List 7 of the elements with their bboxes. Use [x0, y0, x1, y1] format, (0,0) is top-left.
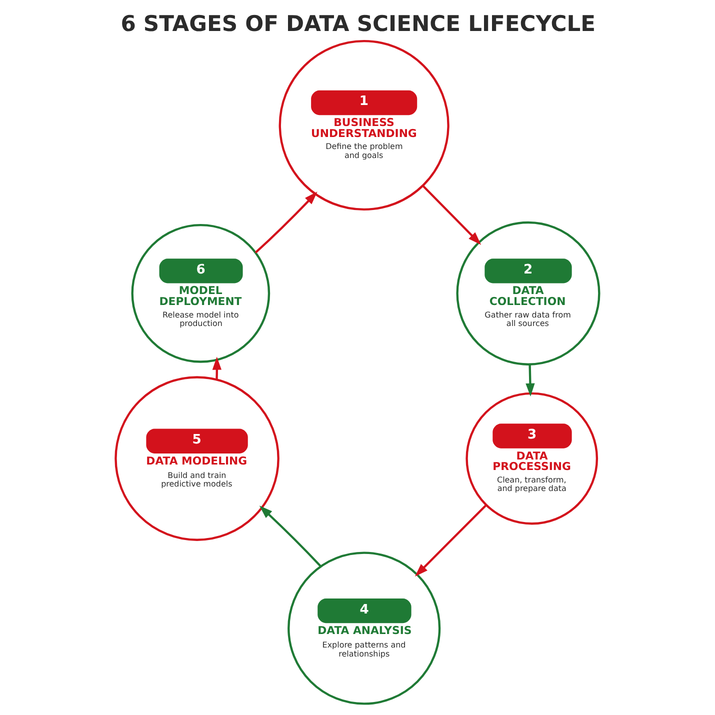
- arrow: [422, 184, 482, 245]
- diagram-title: 6 STAGES OF DATA SCIENCE LIFECYCLE: [120, 12, 596, 37]
- arrow: [254, 192, 318, 254]
- arrow: [414, 504, 487, 576]
- arrow: [259, 506, 322, 568]
- arrow: [526, 364, 535, 396]
- arrow: [212, 356, 222, 380]
